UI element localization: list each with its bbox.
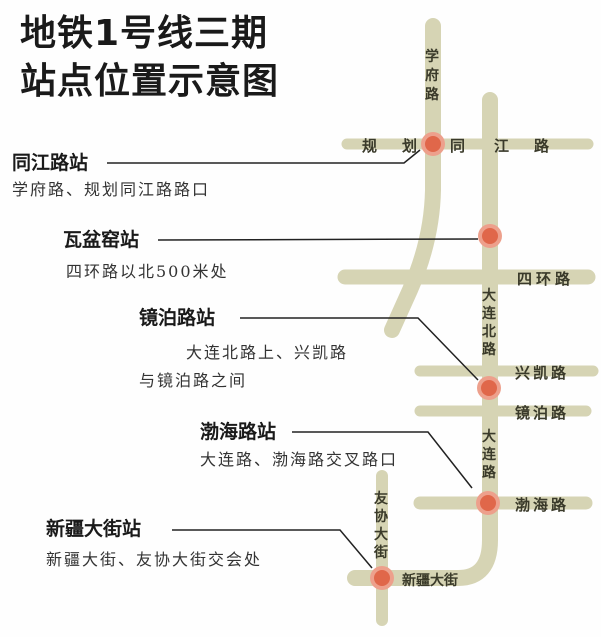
station-wapenyao-name: 瓦盆窑站 [63, 229, 140, 251]
map-title-line2: 站点位置示意图 [20, 61, 280, 102]
station-jingpo-name: 镜泊路站 [139, 307, 216, 329]
station-markers [370, 132, 502, 590]
road-label-dalian: 大连路 [482, 429, 496, 481]
station-bohai-name: 渤海路站 [200, 421, 277, 443]
road-label-xinjiang: 新疆大街 [402, 573, 458, 589]
road-char: 路 [534, 137, 550, 155]
road-char: 江 [494, 137, 510, 155]
road-label-jingpo: 镜泊路 [515, 404, 570, 422]
station-tongjiang-name: 同江路站 [12, 152, 89, 174]
station-xinjiang-name: 新疆大街站 [46, 518, 142, 540]
station-jingpo-desc-2: 与镜泊路之间 [139, 371, 248, 390]
road-label-sihuan: 四环路 [517, 270, 575, 288]
road-char: 同 [450, 137, 466, 155]
station-jingpo-desc-1: 大连北路上、兴凯路 [186, 343, 349, 362]
road-label-bohai: 渤海路 [515, 496, 570, 514]
station-tongjiang-desc: 学府路、规划同江路路口 [12, 180, 211, 199]
station-bohai-desc: 大连路、渤海路交叉路口 [200, 450, 399, 469]
road-label-dalianbei: 大连北路 [482, 288, 496, 358]
map-title-line1: 地铁1号线三期 [20, 13, 269, 54]
road-char: 划 [402, 137, 418, 155]
station-wapenyao-desc: 四环路以北500米处 [66, 262, 229, 281]
road-label-xuefu: 学府路 [425, 49, 439, 103]
station-xinjiang-desc: 新疆大街、友协大街交会处 [46, 550, 263, 569]
road-label-youxie: 友协大街 [374, 491, 388, 561]
road-label-xingkai: 兴凯路 [515, 364, 570, 382]
road-char: 规 [362, 137, 378, 155]
